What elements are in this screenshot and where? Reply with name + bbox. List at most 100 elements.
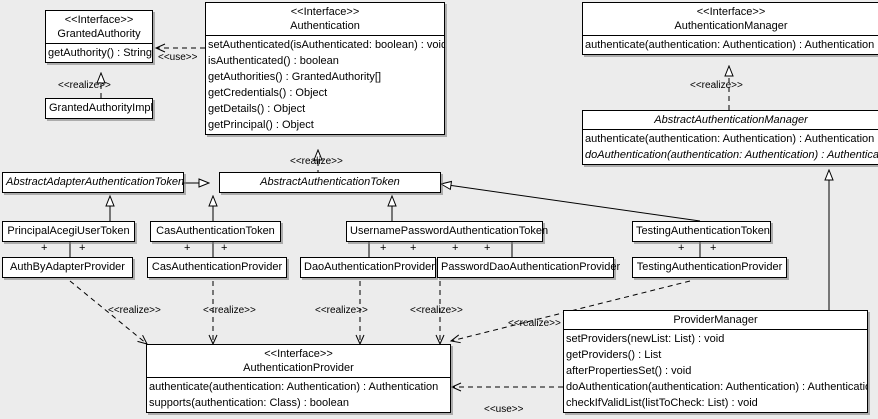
class-name-label: CasAuthenticationToken [156, 225, 275, 237]
multiplicity-marker: + [41, 242, 48, 254]
class-name-label: TestingAuthenticationProvider [636, 261, 783, 273]
class-name-label: TestingAuthenticationToken [636, 225, 770, 237]
member-list: getAuthority() : String [46, 43, 152, 62]
class-authentication[interactable]: <<Interface>> Authentication setAuthenti… [205, 2, 445, 135]
class-name-label: GrantedAuthorityImpl [49, 102, 153, 114]
multiplicity-marker: + [484, 242, 491, 254]
class-abstract-authentication-token[interactable]: AbstractAuthenticationToken [219, 172, 441, 193]
multiplicity-marker: + [380, 242, 387, 254]
method-item: doAuthentication(authentication: Authent… [585, 149, 878, 161]
class-dao-authentication-provider[interactable]: DaoAuthenticationProvider [300, 257, 436, 278]
method-item: afterPropertiesSet() : void [566, 365, 692, 377]
class-header: <<Interface>> Authentication [206, 3, 444, 35]
class-name-label: AuthenticationManager [674, 20, 788, 32]
method-item: doAuthentication(authentication: Authent… [566, 381, 867, 393]
class-header: <<Interface>> GrantedAuthority [46, 11, 152, 43]
multiplicity-marker: + [710, 242, 717, 254]
edge-label-realize-granted-authority: <<realize>> [58, 80, 111, 91]
class-header: PasswordDaoAuthenticationProvider [438, 258, 621, 277]
member-list: authenticate(authentication: Authenticat… [583, 129, 878, 164]
class-name-label: GrantedAuthority [57, 28, 141, 40]
class-header: GrantedAuthorityImpl [46, 99, 153, 118]
class-name-label: AbstractAuthenticationToken [260, 176, 400, 188]
edge-label-realize-dao-provider: <<realize>> [315, 305, 368, 316]
class-name-label: CasAuthenticationProvider [151, 261, 283, 273]
class-name-label: AuthenticationProvider [243, 362, 354, 374]
edge-label-use-provider-manager: <<use>> [484, 404, 524, 415]
method-item: checkIfValidList(listToCheck: List) : vo… [566, 397, 758, 409]
method-item: getDetails() : Object [208, 103, 306, 115]
class-abstract-authentication-manager[interactable]: AbstractAuthenticationManager authentica… [582, 110, 878, 165]
stereotype-label: <<Interface>> [696, 6, 766, 18]
method-item: isAuthenticated() : boolean [208, 55, 339, 67]
class-name-label: DaoAuthenticationProvider [304, 261, 435, 273]
class-header: AuthByAdapterProvider [3, 258, 132, 277]
multiplicity-marker: + [184, 242, 191, 254]
class-auth-by-adapter-provider[interactable]: AuthByAdapterProvider [2, 257, 133, 278]
class-principal-acegi-user-token[interactable]: PrincipalAcegiUserToken [2, 221, 135, 242]
multiplicity-marker: + [221, 242, 228, 254]
class-testing-authentication-provider[interactable]: TestingAuthenticationProvider [632, 257, 787, 278]
multiplicity-marker: + [452, 242, 459, 254]
class-cas-authentication-provider[interactable]: CasAuthenticationProvider [147, 257, 287, 278]
class-header: CasAuthenticationProvider [148, 258, 286, 277]
class-provider-manager[interactable]: ProviderManager setProviders(newList: Li… [563, 310, 868, 413]
stereotype-label: <<Interface>> [264, 348, 333, 360]
method-item: setProviders(newList: List) : void [566, 333, 725, 345]
class-header: AbstractAuthenticationToken [220, 173, 440, 192]
edge-label-realize-auth-by-adapter: <<realize>> [108, 305, 161, 316]
class-header: TestingAuthenticationToken [633, 222, 770, 241]
class-header: TestingAuthenticationProvider [633, 258, 786, 277]
class-header: <<Interface>> AuthenticationProvider [147, 345, 450, 377]
edge-label-realize-cas-provider: <<realize>> [203, 305, 256, 316]
method-item: setAuthenticated(isAuthenticated: boolea… [208, 39, 444, 51]
member-list: authenticate(authentication: Authenticat… [583, 35, 878, 54]
edge-label-use-granted-authority: <<use>> [158, 52, 198, 63]
class-header: AbstractAuthenticationManager [583, 111, 878, 129]
class-password-dao-authentication-provider[interactable]: PasswordDaoAuthenticationProvider [437, 257, 621, 278]
class-authentication-manager[interactable]: <<Interface>> AuthenticationManager auth… [582, 2, 878, 55]
class-name-label: UsernamePasswordAuthenticationToken [350, 225, 549, 237]
class-username-password-authentication-token[interactable]: UsernamePasswordAuthenticationToken [346, 221, 549, 242]
edge-label-realize-authentication: <<realize>> [290, 156, 343, 167]
method-item: getPrincipal() : Object [208, 119, 314, 131]
member-list: setAuthenticated(isAuthenticated: boolea… [206, 35, 444, 134]
multiplicity-marker: + [410, 242, 417, 254]
class-header: PrincipalAcegiUserToken [3, 222, 134, 241]
method-item: getAuthorities() : GrantedAuthority[] [208, 71, 382, 83]
class-testing-authentication-token[interactable]: TestingAuthenticationToken [632, 221, 771, 242]
class-name-label: Authentication [290, 20, 360, 32]
edge-label-realize-testing-provider: <<realize>> [508, 318, 561, 329]
class-name-label: AuthByAdapterProvider [10, 261, 125, 273]
edge-generalize-testing-token [441, 184, 701, 222]
method-item: authenticate(authentication: Authenticat… [585, 133, 875, 145]
class-abstract-adapter-authentication-token[interactable]: AbstractAdapterAuthenticationToken [2, 172, 184, 193]
method-item: getCredentials() : Object [208, 87, 328, 99]
class-granted-authority-impl[interactable]: GrantedAuthorityImpl [45, 98, 153, 119]
class-name-label: PasswordDaoAuthenticationProvider [441, 261, 621, 273]
member-list: authenticate(authentication: Authenticat… [147, 377, 450, 412]
edge-label-realize-password-dao-provider: <<realize>> [410, 305, 463, 316]
class-granted-authority[interactable]: <<Interface>> GrantedAuthority getAuthor… [45, 10, 153, 63]
class-name-label: AbstractAuthenticationManager [654, 114, 808, 126]
class-name-label: ProviderManager [673, 314, 758, 326]
stereotype-label: <<Interface>> [290, 6, 360, 18]
class-header: DaoAuthenticationProvider [301, 258, 435, 277]
class-header: UsernamePasswordAuthenticationToken [347, 222, 549, 241]
class-cas-authentication-token[interactable]: CasAuthenticationToken [150, 221, 281, 242]
class-header: CasAuthenticationToken [151, 222, 280, 241]
multiplicity-marker: + [678, 242, 685, 254]
edge-label-realize-authentication-manager: <<realize>> [690, 80, 743, 91]
class-header: ProviderManager [564, 311, 867, 329]
method-item: getAuthority() : String [48, 47, 152, 59]
method-item: getProviders() : List [566, 349, 662, 361]
class-header: <<Interface>> AuthenticationManager [583, 3, 878, 35]
member-list: setProviders(newList: List) : void getPr… [564, 329, 867, 412]
method-item: authenticate(authentication: Authenticat… [585, 39, 875, 51]
class-name-label: PrincipalAcegiUserToken [7, 225, 130, 237]
class-header: AbstractAdapterAuthenticationToken [3, 173, 184, 192]
multiplicity-marker: + [79, 242, 86, 254]
class-authentication-provider[interactable]: <<Interface>> AuthenticationProvider aut… [146, 344, 451, 413]
method-item: supports(authentication: Class) : boolea… [149, 397, 349, 409]
